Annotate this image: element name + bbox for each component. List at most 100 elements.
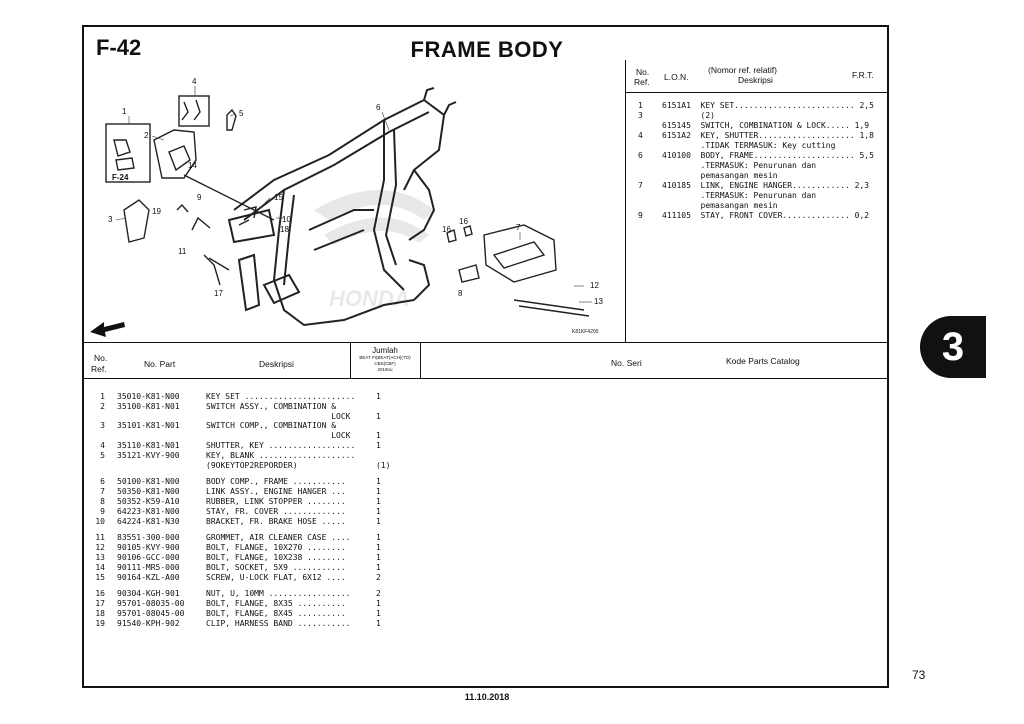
row-ref: 7 bbox=[100, 487, 105, 497]
row-part-number: 90164-KZL-A00 bbox=[117, 572, 180, 582]
lon-header: L.O.N. bbox=[664, 72, 689, 82]
row-quantity: 1 bbox=[376, 618, 381, 628]
row-ref: 14 bbox=[95, 562, 105, 572]
key-set-drawing bbox=[105, 95, 275, 286]
frt-header: F.R.T. bbox=[852, 70, 874, 80]
row-part-number: 90304-KGH-901 bbox=[117, 589, 180, 599]
row-ref: 12 bbox=[95, 543, 105, 553]
row-description: BOLT, FLANGE, 10X270 ........ bbox=[206, 543, 346, 553]
row-description: (9OKEYTOP2REPORDER) bbox=[206, 460, 298, 470]
parts-table-header: No. Ref. No. Part Deskripsi No. Seri Kod… bbox=[84, 343, 887, 379]
row-description: STAY, FR. COVER ............. bbox=[206, 506, 346, 516]
lon-desc-header: (Nomor ref. relatif) bbox=[708, 65, 777, 75]
row-quantity: 1 bbox=[376, 477, 381, 487]
section-divider bbox=[84, 342, 887, 343]
qty-header-year: 2018nu bbox=[377, 367, 393, 372]
lon-ref-header-2: Ref. bbox=[634, 77, 650, 87]
callout-8: 8 bbox=[458, 289, 463, 298]
callout-13: 13 bbox=[594, 297, 603, 306]
row-quantity: 1 bbox=[376, 431, 381, 441]
row-description: LOCK bbox=[206, 411, 351, 421]
page-code: F-42 bbox=[96, 35, 142, 60]
row-description: BRACKET, FR. BRAKE HOSE ..... bbox=[206, 516, 346, 526]
row-part-number: 95701-08035-00 bbox=[117, 599, 185, 609]
lon-row-text: 410185 LINK, ENGINE HANGER............ 2… bbox=[662, 181, 870, 190]
desc-header: Deskripsi bbox=[259, 359, 294, 369]
lon-row-text: pemasangan mesin bbox=[662, 171, 778, 180]
lon-table-header: No. Ref. L.O.N. (Nomor ref. relatif) Des… bbox=[626, 60, 888, 93]
callout-12: 12 bbox=[590, 281, 599, 290]
section-tab-badge: 3 bbox=[920, 316, 986, 378]
row-quantity: 1 bbox=[376, 562, 381, 572]
row-part-number: 35101-K81-N01 bbox=[117, 421, 180, 431]
diagram-code: K81KF4200 bbox=[572, 329, 599, 335]
row-ref: 9 bbox=[100, 506, 105, 516]
callout-4: 4 bbox=[192, 77, 197, 86]
row-quantity: 1 bbox=[376, 553, 381, 562]
row-ref: 3 bbox=[100, 421, 105, 431]
row-part-number: 35110-K81-N01 bbox=[117, 441, 180, 450]
row-quantity: 1 bbox=[376, 533, 381, 543]
lon-row-text: .TERMASUK: Penurunan dan bbox=[662, 191, 817, 200]
row-ref: 19 bbox=[95, 618, 105, 628]
qty-header-type: CBS(CBF) bbox=[374, 361, 396, 366]
qty-header: Jumlah BEAT FI(BEAT(ACH)(TO) CBS(CBF) 20… bbox=[350, 346, 420, 373]
qty-col-divider-right bbox=[420, 343, 421, 378]
row-part-number: 50100-K81-N00 bbox=[117, 477, 180, 487]
lon-ref-header: No. bbox=[636, 67, 650, 77]
row-part-number: 35121-KVY-900 bbox=[117, 450, 180, 460]
row-part-number: 91540-KPH-902 bbox=[117, 618, 180, 628]
honda-watermark: HONDA bbox=[314, 190, 434, 311]
callout-19: 19 bbox=[152, 207, 161, 216]
row-quantity: 1 bbox=[376, 411, 381, 421]
ref-box-label: F-24 bbox=[112, 173, 129, 182]
qty-header-model: BEAT FI(BEAT(ACH)(TO) bbox=[359, 355, 411, 360]
lon-row-text: 411105 STAY, FRONT COVER.............. 0… bbox=[662, 211, 870, 220]
row-description: KEY SET ....................... bbox=[206, 392, 356, 401]
engine-hanger-drawing bbox=[446, 224, 590, 317]
row-description: LINK ASSY., ENGINE HANGER ... bbox=[206, 487, 346, 497]
row-description: SWITCH ASSY., COMBINATION & bbox=[206, 401, 337, 411]
row-ref: 4 bbox=[100, 441, 105, 450]
ref-header-2: Ref. bbox=[91, 364, 107, 374]
row-quantity: 1 bbox=[376, 609, 381, 618]
table-row: LOCK 1 bbox=[84, 412, 464, 422]
part-no-header: No. Part bbox=[144, 359, 176, 369]
lon-row-ref: 9 bbox=[638, 211, 643, 220]
lon-row-ref: 7 bbox=[638, 181, 643, 190]
row-part-number: 35100-K81-N01 bbox=[117, 401, 180, 411]
row-description: SCREW, U-LOCK FLAT, 6X12 .... bbox=[206, 572, 346, 582]
lon-row-text: 6151A2 KEY, SHUTTER.................... … bbox=[662, 131, 874, 140]
row-quantity: 1 bbox=[376, 543, 381, 553]
callout-7: 7 bbox=[516, 223, 521, 232]
row-part-number: 95701-08045-00 bbox=[117, 609, 185, 618]
page-title: FRAME BODY bbox=[410, 37, 564, 62]
lon-row-ref: 1 bbox=[638, 101, 643, 110]
row-ref: 13 bbox=[95, 553, 105, 562]
row-part-number: 90111-MR5-000 bbox=[117, 562, 180, 572]
qty-col-divider bbox=[350, 343, 351, 378]
lon-row-text: (2) bbox=[662, 111, 715, 120]
row-part-number: 50350-K81-N00 bbox=[117, 487, 180, 497]
row-part-number: 64224-K81-N30 bbox=[117, 516, 180, 526]
row-ref: 5 bbox=[100, 450, 105, 460]
row-description: BOLT, FLANGE, 10X238 ........ bbox=[206, 553, 346, 562]
callout-1: 1 bbox=[122, 107, 127, 116]
callout-9: 9 bbox=[197, 193, 202, 202]
callout-15: 15 bbox=[274, 193, 283, 202]
callout-2: 2 bbox=[144, 131, 149, 140]
row-description: GROMMET, AIR CLEANER CASE .... bbox=[206, 533, 351, 543]
serial-header: No. Seri bbox=[611, 358, 642, 368]
row-description: RUBBER, LINK STOPPER ........ bbox=[206, 497, 346, 506]
row-quantity: 1 bbox=[376, 497, 381, 506]
